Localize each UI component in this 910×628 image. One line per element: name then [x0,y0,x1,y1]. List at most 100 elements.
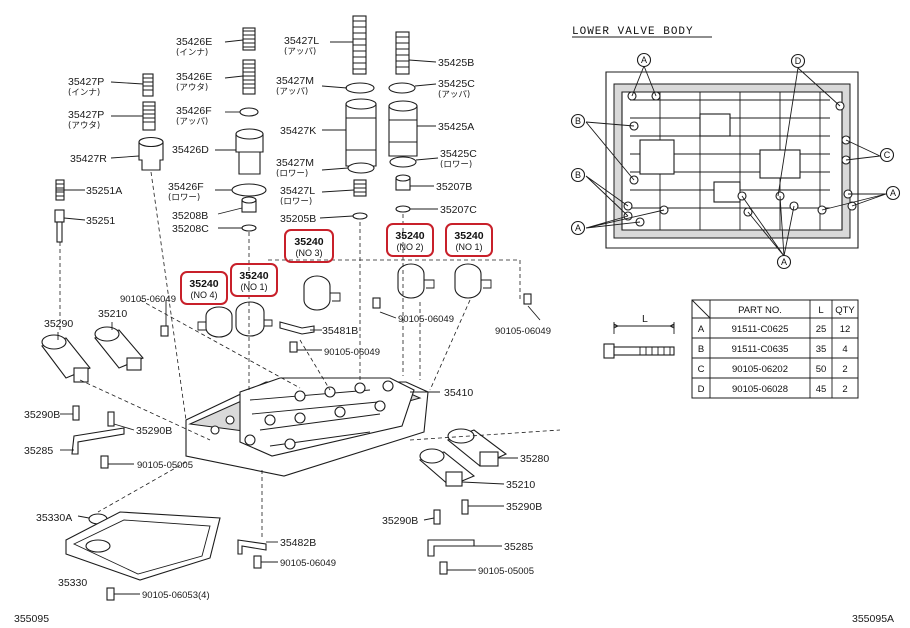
highlighted-label-text: 35240 (NO 3) 35240 (NO 2) 35240 (NO 1) 3… [189,230,483,300]
plug-35207b [395,174,411,191]
spring-35427p-inner [142,73,154,97]
bracket-35285-left [71,427,125,455]
ring-35208c [241,224,257,232]
spring-35427l-lower [353,179,367,197]
inset-marker-b-lower: B [570,167,586,183]
label-35205b: 35205B [280,213,316,225]
label-35427p-2: 35427P [68,109,104,121]
label-35290b-left-2: 35290B [136,425,172,437]
label-jp-inna-2: (インナ) [68,88,100,98]
solenoids [160,263,532,353]
highlight-sub-no1-right: (NO 1) [456,242,483,252]
label-35208c: 35208C [172,223,209,235]
label-jp-auta-1: (アウタ) [176,83,208,93]
label-35207b: 35207B [436,181,472,193]
label-35426f-1: 35426F [176,105,212,117]
label-jp-appa-2: (アッパ) [284,47,316,57]
label-jp-appa-4: (アッパ) [438,90,470,100]
ring-35426f-lower [231,183,267,197]
table-header-qty: QTY [835,305,855,316]
marker-b-lower-text: B [575,170,581,180]
label-35210-left: 35210 [98,308,127,320]
label-35427k: 35427K [280,125,316,137]
highlight-sub-no4: (NO 4) [191,290,218,300]
label-35330a: 35330A [36,512,72,524]
label-jp-appa-3: (アッパ) [276,87,308,97]
highlighted-labels [180,223,493,305]
shift-solenoids-left [41,326,144,469]
inset-marker-d: D [790,53,806,69]
table-header-part-no: PART NO. [738,305,782,316]
label-jp-rowa-2: (ロワー) [276,169,308,179]
table-cell-l: 35 [816,344,827,355]
sleeve-35425a [388,100,418,157]
label-35426d: 35426D [172,144,209,156]
label-35425b: 35425B [438,57,474,69]
solenoid-35210-left [94,326,144,371]
table-row: B 91511-C0635 35 4 [698,344,848,355]
label-35251: 35251 [86,215,115,227]
label-35427l-2: 35427L [280,185,315,197]
inset-marker-a-right: A [885,185,901,201]
table-row: A 91511-C0625 25 12 [698,324,850,335]
label-jp-auta-2: (アウタ) [68,121,100,131]
label-90105-06049-a: 90105-06049 [120,294,176,305]
table-cell-part: 90105-06202 [732,364,788,375]
label-35425c-1: 35425C [438,78,475,90]
marker-c-text: C [884,150,891,160]
table-cell-qty: 12 [840,324,851,335]
label-35290b-left-1: 35290B [24,409,60,421]
label-jp-rowa-1: (ロワー) [168,193,200,203]
plug-35426d [235,128,264,175]
bolt-table: PART NO. L QTY A 91511-C0625 25 12 B 915… [691,299,859,399]
label-90105-05005-right: 90105-05005 [478,566,534,577]
table-row: D 90105-06028 45 2 [698,384,848,395]
label-jp-rowa-3: (ロワー) [280,197,312,207]
table-cell-l: 25 [816,324,827,335]
label-90105-06049-d: 90105-06049 [324,347,380,358]
length-symbol: L [642,313,648,325]
table-cell-key: B [698,344,704,355]
plug-35427r [138,136,164,171]
table-row: C 90105-06202 50 2 [698,364,848,375]
solenoid-35290 [41,334,91,383]
bolts-solenoid [160,293,532,353]
ring-35207c [395,205,411,213]
table-cell-l: 50 [816,364,827,375]
valve-springs-left [54,27,267,243]
highlight-sub-no3: (NO 3) [296,248,323,258]
label-35481b: 35481B [322,325,358,337]
highlight-code-no2: 35240 [395,230,424,242]
spring-35426e-upper [242,27,256,51]
highlight-code-no3: 35240 [294,236,323,248]
table-cell-key: A [698,324,705,335]
label-35482b: 35482B [280,537,316,549]
figure-number-left: 355095 [14,613,49,625]
pin-35290b-right-2 [461,499,469,515]
table-cell-qty: 2 [842,384,847,395]
inset-marker-b-upper: B [570,113,586,129]
label-90105-06049-e: 90105-06049 [280,558,336,569]
bracket-35481b [279,321,315,335]
ring-35205b [352,212,368,220]
bolt-90105-06053 [106,587,115,601]
ring-35427m-upper [345,82,375,94]
label-35207c: 35207C [440,204,477,216]
label-35427p-1: 35427P [68,76,104,88]
label-90105-06049-b: 90105-06049 [398,314,454,325]
label-35208b: 35208B [172,210,208,222]
table-cell-key: D [698,384,705,395]
assembly-guide-lines [59,171,561,540]
valve-parts-middle [345,15,418,220]
label-35426e-1: 35426E [176,36,212,48]
sleeve-35427k [345,98,377,167]
inset-callout-lines [585,65,887,257]
highlight-code-no1-right: 35240 [454,230,483,242]
pin-35290b-right-1 [433,509,441,525]
solenoid-35210-right [418,448,476,487]
highlight-code-no4: 35240 [189,278,218,290]
spring-35427p-outer [142,101,156,131]
label-35251a: 35251A [86,185,122,197]
label-90105-05005-left: 90105-05005 [137,460,193,471]
inset-marker-c: C [879,147,895,163]
